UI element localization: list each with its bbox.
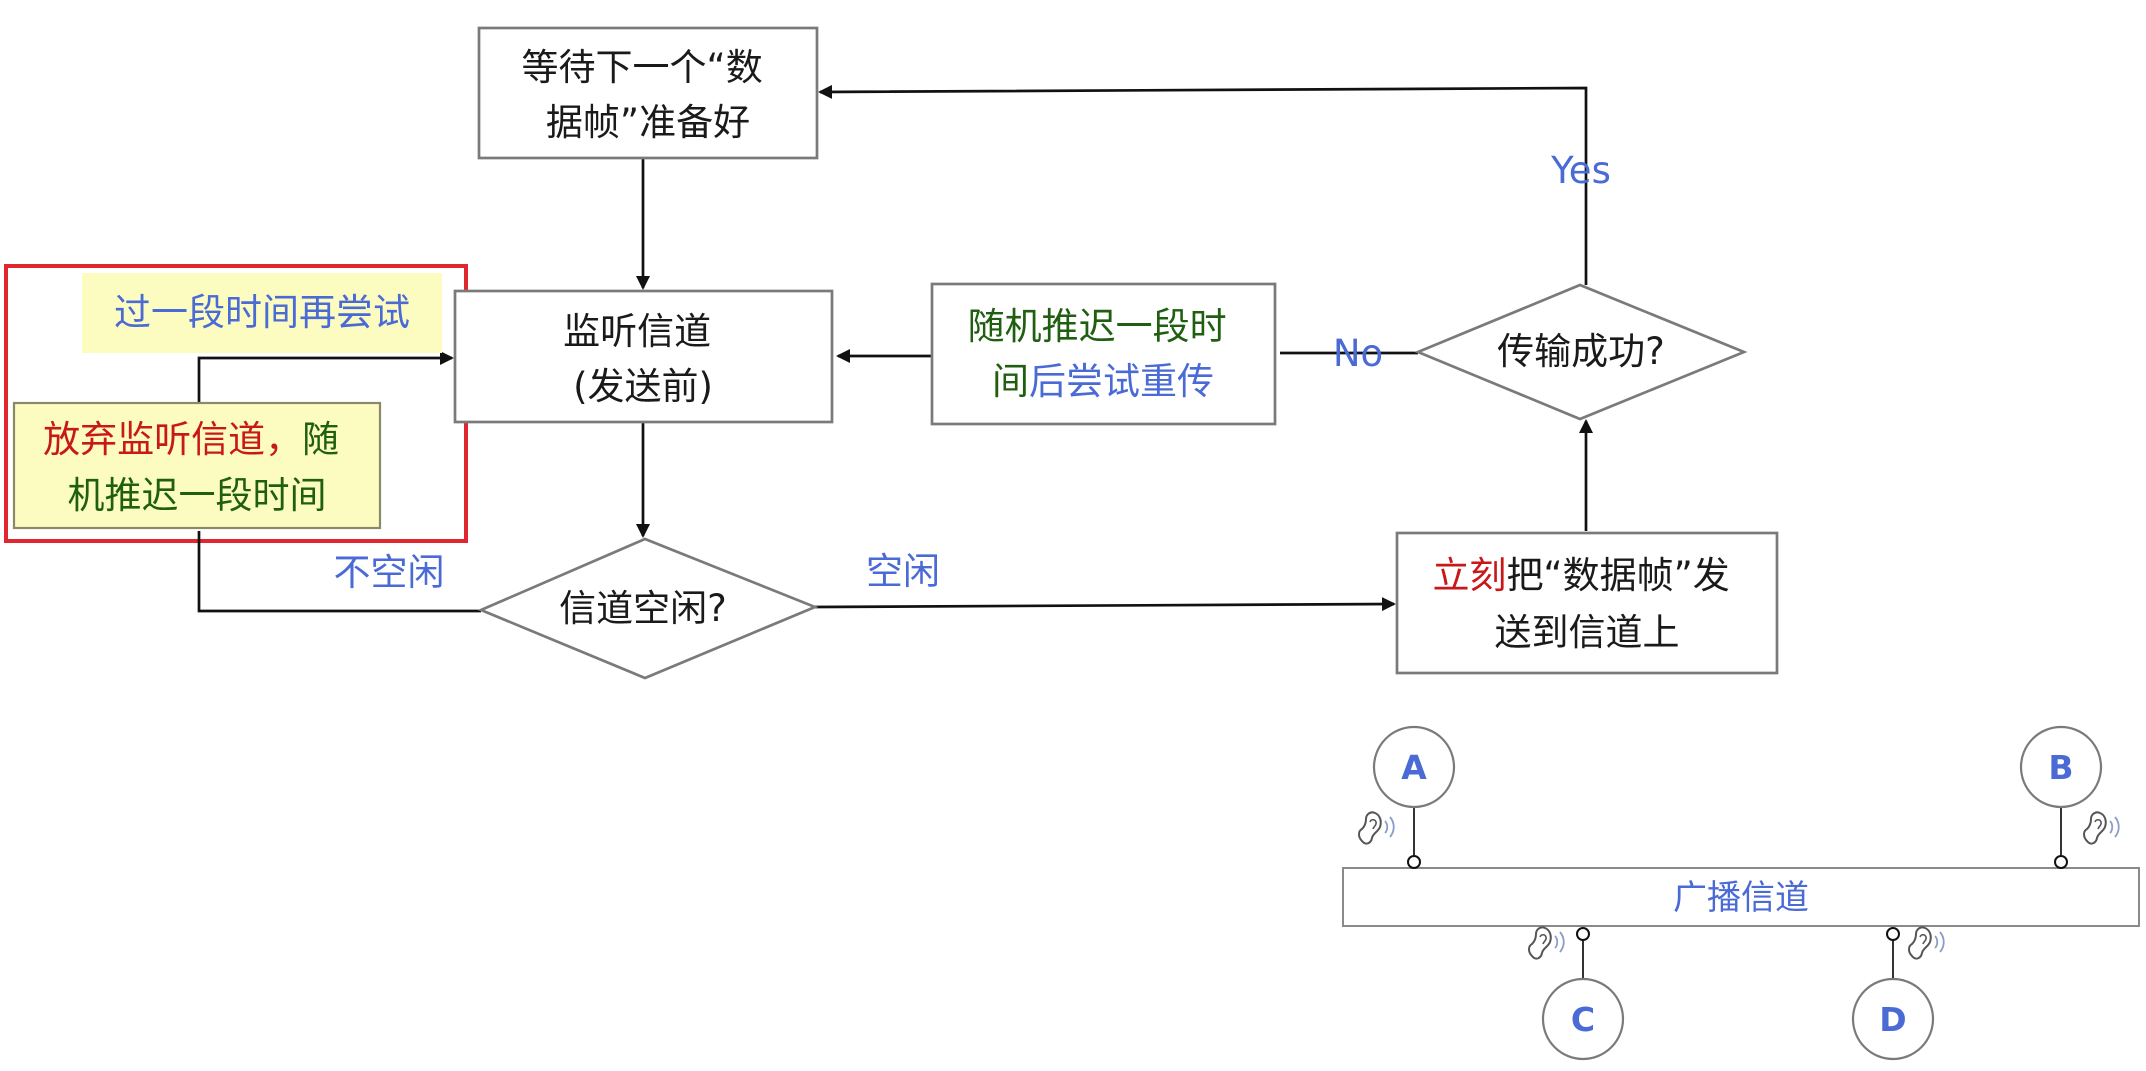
listen-channel-box bbox=[453, 289, 834, 424]
success-decision bbox=[1414, 283, 1748, 421]
station-d-connector bbox=[1886, 927, 1900, 941]
edge-no-label: No bbox=[1333, 332, 1383, 375]
broadcast-channel-bar bbox=[1342, 867, 2140, 927]
station-d-node bbox=[1851, 977, 1935, 1061]
send-box-line2: 送到信道上 bbox=[1495, 611, 1680, 654]
svg-text:立刻把“数据帧”发 送到信道上: 立刻把“数据帧”发 送到信道上 bbox=[1432, 554, 1741, 654]
station-b-connector bbox=[2054, 855, 2068, 869]
wait-box-line1: 等待下一个“数 bbox=[522, 46, 763, 89]
svg-text:等待下一个“数 据帧”准备好: 等待下一个“数 据帧”准备好 bbox=[522, 46, 775, 144]
arrow-idle-to-send bbox=[814, 597, 1396, 612]
give-up-line1-green: 随 bbox=[302, 418, 339, 461]
arrow-busy-retry bbox=[197, 531, 481, 613]
station-c-connector bbox=[1576, 927, 1590, 941]
arrow-yes-to-wait bbox=[818, 84, 1588, 285]
station-d-label: D bbox=[1879, 1000, 1906, 1039]
channel-idle-decision bbox=[477, 537, 819, 680]
wait-box-line2: 据帧”准备好 bbox=[546, 101, 750, 144]
backoff-line2-blue: 后尝试重传 bbox=[1029, 360, 1214, 403]
send-box-immediate: 立刻 bbox=[1432, 554, 1506, 597]
success-text: 传输成功? bbox=[1497, 330, 1665, 373]
arrow-retry-to-listen bbox=[197, 351, 454, 403]
listening-ear-icon bbox=[2083, 811, 2120, 845]
edge-yes-label: Yes bbox=[1550, 149, 1611, 192]
send-frame-box bbox=[1395, 531, 1779, 675]
listen-box-line2: (发送前) bbox=[573, 365, 713, 408]
listening-ear-icon bbox=[1528, 926, 1565, 960]
svg-text:放弃监听信道，随 机推迟一段时间: 放弃监听信道，随 机推迟一段时间 bbox=[43, 418, 351, 517]
edge-busy-label: 不空闲 bbox=[334, 551, 445, 594]
station-a-connector bbox=[1407, 855, 1421, 869]
station-c-node bbox=[1541, 977, 1625, 1061]
backoff-line2-green: 间 bbox=[992, 360, 1029, 403]
random-backoff-box bbox=[930, 282, 1277, 426]
station-b-node bbox=[2019, 725, 2103, 809]
svg-text:监听信道 (发送前): 监听信道 (发送前) bbox=[563, 310, 723, 408]
broadcast-channel-label: 广播信道 bbox=[1673, 878, 1809, 918]
svg-text:随机推迟一段时 间后尝试重传: 随机推迟一段时 间后尝试重传 bbox=[968, 305, 1239, 403]
station-a-node bbox=[1372, 725, 1456, 809]
station-a-label: A bbox=[1401, 748, 1427, 787]
retry-label-bg bbox=[82, 273, 442, 353]
retry-label: 过一段时间再尝试 bbox=[114, 291, 410, 334]
give-up-line2: 机推迟一段时间 bbox=[68, 474, 327, 517]
edge-idle-label: 空闲 bbox=[866, 550, 940, 593]
station-c-label: C bbox=[1571, 1000, 1595, 1039]
listen-box-line1: 监听信道 bbox=[563, 310, 711, 353]
listening-ear-icon bbox=[1358, 811, 1395, 845]
listening-ear-icon bbox=[1908, 926, 1945, 960]
give-up-box bbox=[12, 401, 382, 530]
wait-frame-box bbox=[477, 26, 819, 160]
send-box-line1: 把“数据帧”发 bbox=[1506, 554, 1729, 597]
backoff-line1: 随机推迟一段时 bbox=[968, 305, 1227, 348]
station-b-label: B bbox=[2048, 748, 2073, 787]
give-up-line1-red: 放弃监听信道， bbox=[43, 418, 302, 461]
channel-idle-text: 信道空闲? bbox=[559, 587, 727, 630]
